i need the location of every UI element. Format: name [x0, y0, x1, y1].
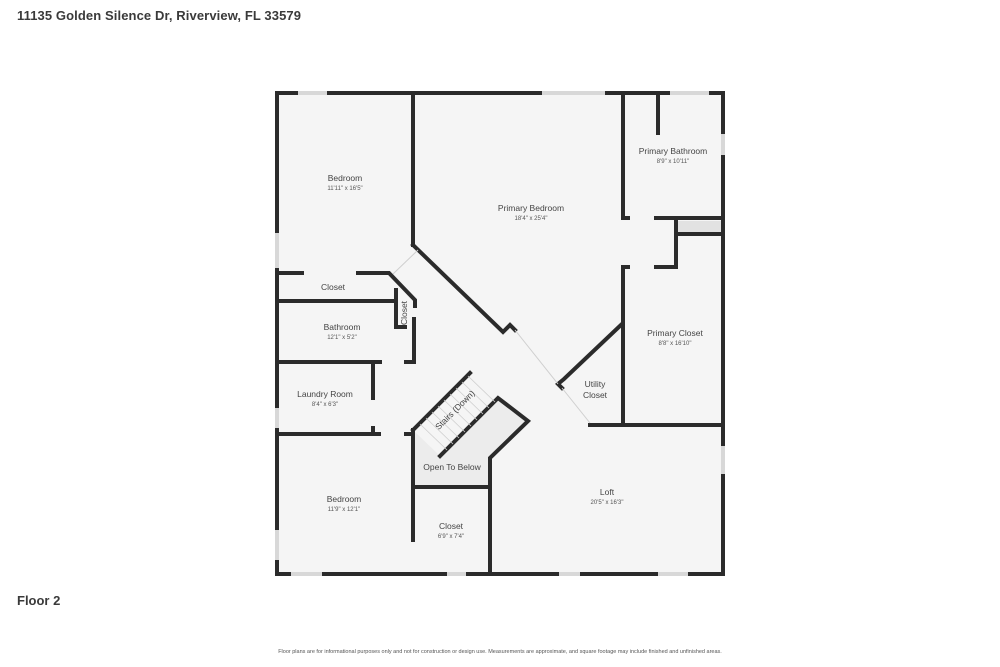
- svg-text:Open To Below: Open To Below: [423, 462, 481, 472]
- floor-area: [277, 93, 723, 574]
- svg-text:18'4" x 25'4": 18'4" x 25'4": [515, 216, 548, 222]
- svg-text:Primary Bedroom: Primary Bedroom: [498, 203, 564, 213]
- svg-text:8'9" x 10'11": 8'9" x 10'11": [657, 159, 689, 165]
- door-openings: [392, 249, 591, 424]
- open-to-below-area: [413, 397, 528, 487]
- svg-text:Primary Bathroom: Primary Bathroom: [639, 146, 708, 156]
- room-bedroom-2: Bedroom 11'9" x 12'1": [327, 494, 362, 513]
- room-utility-closet: Utility Closet: [583, 379, 608, 400]
- exterior-walls: [275, 91, 725, 576]
- svg-text:11'11" x 16'5": 11'11" x 16'5": [327, 186, 362, 192]
- room-loft: Loft 20'5" x 16'3": [591, 487, 624, 506]
- room-primary-bedroom: Primary Bedroom 18'4" x 25'4": [498, 203, 564, 222]
- room-closet-3: Closet 6'9" x 7'4": [438, 521, 464, 540]
- svg-text:Closet: Closet: [321, 282, 346, 292]
- svg-text:Closet: Closet: [399, 300, 409, 325]
- svg-text:6'9" x 7'4": 6'9" x 7'4": [438, 534, 464, 540]
- room-bathroom: Bathroom 12'1" x 5'2": [324, 322, 361, 341]
- disclaimer: Floor plans are for informational purpos…: [278, 649, 722, 655]
- svg-text:Closet: Closet: [583, 390, 608, 400]
- svg-text:Utility: Utility: [585, 379, 607, 389]
- room-bedroom-1: Bedroom 11'11" x 16'5": [327, 173, 362, 192]
- interior-walls: [275, 91, 725, 576]
- svg-text:Bathroom: Bathroom: [324, 322, 361, 332]
- property-address: 11135 Golden Silence Dr, Riverview, FL 3…: [17, 8, 302, 23]
- room-closet-1: Closet: [321, 282, 346, 292]
- svg-text:Laundry Room: Laundry Room: [297, 389, 353, 399]
- svg-text:12'1" x 5'2": 12'1" x 5'2": [327, 335, 357, 341]
- svg-text:8'4" x 6'3": 8'4" x 6'3": [312, 402, 338, 408]
- room-open-to-below: Open To Below: [423, 462, 481, 472]
- svg-text:Loft: Loft: [600, 487, 615, 497]
- stair-treads: [419, 375, 496, 451]
- svg-text:Primary Closet: Primary Closet: [647, 328, 703, 338]
- room-closet-2: Closet: [399, 300, 409, 325]
- svg-text:Bedroom: Bedroom: [327, 494, 362, 504]
- floor-label: Floor 2: [17, 593, 61, 608]
- svg-text:20'5" x 16'3": 20'5" x 16'3": [591, 500, 624, 506]
- windows: [275, 91, 725, 576]
- room-laundry: Laundry Room 8'4" x 6'3": [297, 389, 353, 408]
- room-primary-bathroom: Primary Bathroom 8'9" x 10'11": [639, 146, 708, 165]
- svg-text:8'8" x 16'10": 8'8" x 16'10": [659, 341, 692, 347]
- svg-text:11'9" x 12'1": 11'9" x 12'1": [328, 507, 360, 513]
- svg-text:Closet: Closet: [439, 521, 464, 531]
- svg-text:Bedroom: Bedroom: [328, 173, 363, 183]
- room-primary-closet: Primary Closet 8'8" x 16'10": [647, 328, 703, 347]
- shelf-hatch: [678, 221, 721, 232]
